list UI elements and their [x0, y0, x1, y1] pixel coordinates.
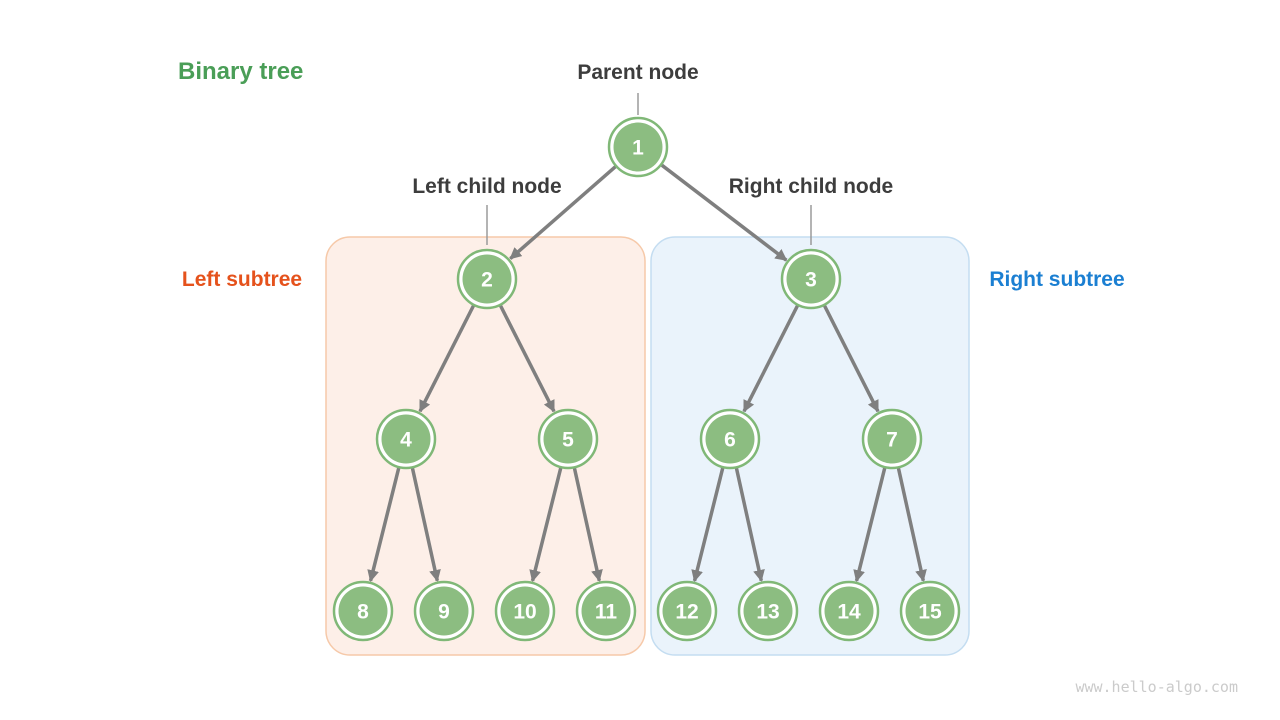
tree-node-12: 12	[656, 580, 718, 642]
right-subtree-box	[650, 236, 970, 656]
left-subtree-label: Left subtree	[181, 268, 303, 291]
tree-node-8: 8	[332, 580, 394, 642]
right-child-node-label: Right child node	[728, 175, 894, 198]
tree-node-value: 13	[756, 601, 779, 624]
tree-edge-3-7	[822, 304, 880, 413]
tree-node-circle	[786, 254, 836, 304]
tree-edge-2-4	[418, 304, 476, 413]
tree-node-circle	[662, 586, 712, 636]
tree-node-value: 6	[724, 429, 736, 452]
tree-edge-3-6	[742, 304, 800, 413]
tree-node-11: 11	[575, 580, 637, 642]
tree-node-circle	[381, 414, 431, 464]
tree-node-value: 10	[513, 601, 536, 624]
tree-edge-5-10	[529, 467, 563, 583]
tree-node-10: 10	[494, 580, 556, 642]
tree-node-value: 1	[632, 137, 644, 160]
tree-node-circle	[705, 414, 755, 464]
left-subtree-box	[325, 236, 646, 656]
tree-edge-2-5	[498, 304, 556, 413]
watermark-url: www.hello-algo.com	[1075, 678, 1238, 696]
tree-node-value: 11	[595, 601, 618, 624]
tree-node-value: 8	[357, 601, 369, 624]
tree-node-13: 13	[737, 580, 799, 642]
tree-node-circle	[867, 414, 917, 464]
parent-node-label: Parent node	[577, 61, 699, 84]
tree-node-1: 1	[607, 116, 669, 178]
tree-edge-6-13	[734, 467, 765, 582]
left-child-node-label: Left child node	[412, 175, 562, 198]
tree-node-value: 7	[886, 429, 898, 452]
tree-edge-6-12	[691, 467, 725, 583]
tree-node-circle	[500, 586, 550, 636]
tree-node-7: 7	[861, 408, 923, 470]
tree-edge-1-3	[660, 163, 788, 262]
right-subtree-label: Right subtree	[989, 268, 1125, 291]
tree-node-circle	[613, 122, 663, 172]
tree-node-2: 2	[456, 248, 518, 310]
tree-node-value: 2	[481, 269, 493, 292]
tree-edge-1-2	[509, 165, 617, 260]
tree-node-circle	[462, 254, 512, 304]
tree-node-value: 15	[918, 601, 942, 624]
tree-node-circle	[543, 414, 593, 464]
figure-title: Binary tree	[178, 58, 304, 85]
tree-node-4: 4	[375, 408, 437, 470]
tree-node-value: 5	[562, 429, 574, 452]
tree-node-6: 6	[699, 408, 761, 470]
tree-node-value: 9	[438, 601, 450, 624]
tree-edge-4-9	[410, 467, 441, 582]
tree-node-9: 9	[413, 580, 475, 642]
tree-node-14: 14	[818, 580, 880, 642]
tree-edge-5-11	[572, 467, 603, 582]
tree-node-circle	[581, 586, 631, 636]
tree-node-3: 3	[780, 248, 842, 310]
tree-node-15: 15	[899, 580, 961, 642]
tree-edge-4-8	[367, 467, 401, 583]
tree-node-circle	[338, 586, 388, 636]
tree-node-5: 5	[537, 408, 599, 470]
tree-node-circle	[743, 586, 793, 636]
tree-node-circle	[824, 586, 874, 636]
tree-node-value: 12	[675, 601, 698, 624]
tree-node-value: 3	[805, 269, 817, 292]
tree-node-circle	[905, 586, 955, 636]
tree-node-circle	[419, 586, 469, 636]
tree-node-value: 4	[400, 429, 412, 452]
tree-node-value: 14	[837, 601, 861, 624]
tree-edge-7-15	[896, 467, 927, 582]
tree-edge-7-14	[853, 467, 887, 583]
